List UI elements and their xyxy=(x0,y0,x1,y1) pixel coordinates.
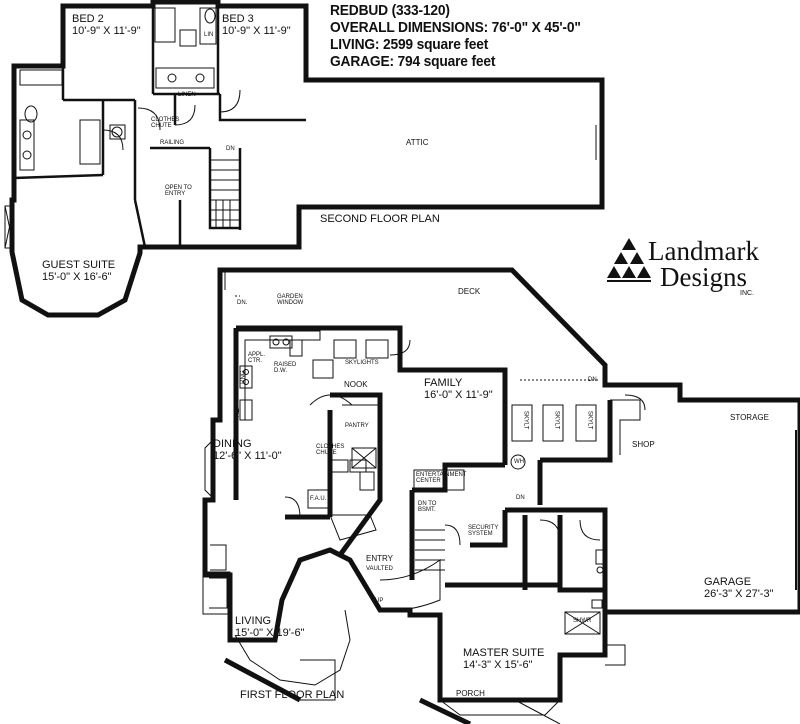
second-floor-outline xyxy=(9,0,605,318)
logo-text-landmark: Landmark xyxy=(648,236,759,266)
label-storage: STORAGE xyxy=(730,413,769,422)
room-dining: DINING 12'-6" X 11'-0" xyxy=(213,438,282,462)
label-dn-upper: DN xyxy=(226,146,235,152)
label-attic: ATTIC xyxy=(406,138,429,147)
label-dn-shop: DN xyxy=(588,377,597,383)
label-shower: SHWR xyxy=(573,618,592,624)
second-floor-plan-title: SECOND FLOOR PLAN xyxy=(320,213,440,225)
room-dimensions: 15'-0" X 16'-6" xyxy=(42,270,112,283)
room-dimensions: 14'-3" X 15'-6" xyxy=(463,658,533,671)
logo-text-inc: INC. xyxy=(740,290,754,297)
first-floor-fixtures xyxy=(202,270,797,724)
room-name: FAMILY xyxy=(424,377,463,389)
room-guest-suite: GUEST SUITE 15'-0" X 16'-6" xyxy=(42,259,116,283)
label-ref: REF xyxy=(234,405,241,418)
label-pantry: PANTRY xyxy=(345,423,369,429)
label-skylight-2: SKYLT xyxy=(553,410,560,430)
room-name: DINING xyxy=(213,438,252,450)
room-garage: GARAGE 26'-3" X 27'-3" xyxy=(704,576,774,600)
label-fau: F.A.U. xyxy=(310,496,327,502)
room-dimensions: 16'-0" X 11'-9" xyxy=(424,388,493,401)
room-dimensions: 10'-9" X 11'-9" xyxy=(222,24,291,37)
second-floor-fixtures xyxy=(4,7,597,249)
room-dimensions: 10'-9" X 11'-9" xyxy=(72,24,141,37)
label-up: UP xyxy=(375,598,384,604)
room-name: GUEST SUITE xyxy=(42,259,116,271)
plan-header: REDBUD (333-120) OVERALL DIMENSIONS: 76'… xyxy=(330,2,581,70)
first-floor-plan-title: FIRST FLOOR PLAN xyxy=(240,689,345,701)
landmark-designs-logo: Landmark Designs INC. xyxy=(606,236,776,306)
label-range: RNG xyxy=(240,370,247,384)
label-water-heater: WH xyxy=(514,459,524,465)
model-name: REDBUD (333-120) xyxy=(330,2,450,19)
label-dn-garage: DN xyxy=(516,495,525,501)
label-nook: NOOK xyxy=(344,380,368,389)
room-living: LIVING 15'-0" X 19'-6" xyxy=(235,615,305,639)
room-dimensions: 26'-3" X 27'-3" xyxy=(704,587,774,600)
room-dimensions: 12'-6" X 11'-0" xyxy=(213,449,282,462)
label-skylight-3: SKYLT xyxy=(586,410,593,430)
label-skylight-1: SKYLT xyxy=(522,410,529,430)
overall-dimensions: OVERALL DIMENSIONS: 76'-0" X 45'-0" xyxy=(330,19,581,36)
room-bed-3: BED 3 10'-9" X 11'-9" xyxy=(222,13,291,37)
room-name: LIVING xyxy=(235,615,272,627)
first-floor-outline xyxy=(202,267,800,724)
label-deck: DECK xyxy=(458,287,481,296)
room-name: BED 2 xyxy=(72,13,104,25)
living-area: LIVING: 2599 square feet xyxy=(330,36,489,53)
label-railing: RAILING xyxy=(160,140,185,146)
triangle-pyramid-logo-icon xyxy=(607,238,651,282)
label-porch: PORCH xyxy=(456,689,485,698)
room-family: FAMILY 16'-0" X 11'-9" xyxy=(424,377,493,401)
label-dn-deck: DN. xyxy=(237,300,248,306)
label-linen: LINEN xyxy=(178,92,196,98)
room-name: MASTER SUITE xyxy=(463,647,545,659)
label-skylights: SKYLIGHTS xyxy=(345,360,379,366)
label-entry: ENTRY xyxy=(366,554,393,563)
label-lin: LIN xyxy=(204,32,214,38)
garage-area: GARAGE: 794 square feet xyxy=(330,53,496,70)
logo-text-designs: Designs xyxy=(660,262,747,292)
room-master-suite: MASTER SUITE 14'-3" X 15'-6" xyxy=(463,647,545,671)
label-appliance-center: APPL.CTR. xyxy=(248,352,266,365)
room-dimensions: 15'-0" X 19'-6" xyxy=(235,626,305,639)
room-name: BED 3 xyxy=(222,13,254,25)
room-name: GARAGE xyxy=(704,576,752,588)
label-shop: SHOP xyxy=(632,440,655,449)
label-vaulted: VAULTED xyxy=(366,566,393,572)
room-bed-2: BED 2 10'-9" X 11'-9" xyxy=(72,13,141,37)
